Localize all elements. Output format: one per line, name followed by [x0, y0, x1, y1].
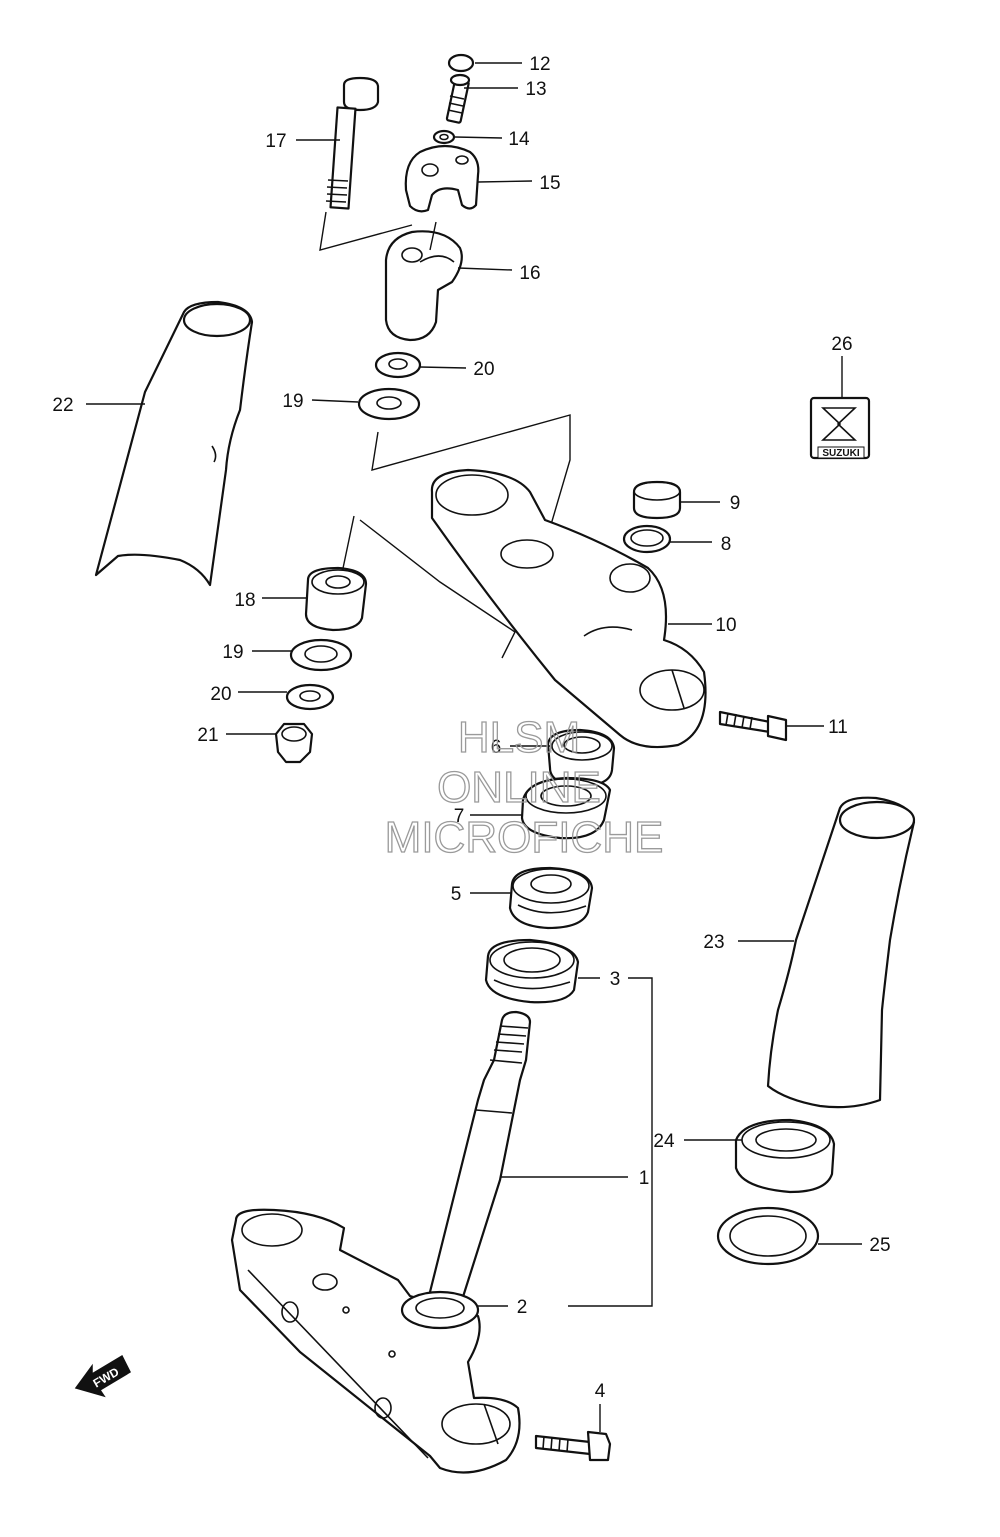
lower-bracket: [230, 1208, 521, 1474]
watermark-line1: HLSM: [458, 713, 580, 762]
callout-8: 8: [721, 534, 732, 555]
assembly-guide-lower: [341, 515, 516, 659]
part-17-long-bolt: [325, 76, 380, 210]
fwd-arrow-icon: FWD: [74, 1354, 131, 1398]
part-3-bearing: [484, 938, 580, 1004]
callout-18: 18: [234, 590, 255, 611]
part-20-washer-lower: [285, 683, 335, 711]
part-22-fork-cover-left: [94, 300, 254, 587]
part-20-washer-upper: [374, 351, 422, 379]
part-6-seal: [546, 728, 616, 788]
part-5-bearing: [508, 866, 594, 930]
part-12-cap: [447, 53, 475, 73]
callout-13: 13: [525, 79, 546, 100]
callout-26: 26: [831, 334, 852, 355]
callout-12: 12: [529, 54, 550, 75]
part-15-clamp-cap: [404, 144, 480, 213]
part-10-upper-bracket: [430, 468, 707, 749]
part-23-fork-cover-right: [766, 796, 916, 1109]
watermark-line3: MICROFICHE: [385, 813, 664, 862]
part-8-washer: [622, 524, 672, 554]
part-13-bolt: [445, 73, 471, 124]
part-4-bolt: [534, 1430, 612, 1462]
part-18-spacer: [304, 566, 368, 632]
callout-10: 10: [715, 615, 736, 636]
watermark-line2: ONLINE: [437, 763, 601, 812]
callout-19-lower: 19: [222, 642, 243, 663]
part-19-washer-lower: [289, 638, 353, 672]
callout-14: 14: [508, 129, 530, 150]
part-24-stem-nut: [734, 1118, 836, 1194]
callout-2: 2: [517, 1297, 528, 1318]
part-14-washer: [432, 129, 456, 145]
callout-25: 25: [869, 1235, 890, 1256]
callout-1: 1: [639, 1168, 650, 1189]
callout-labels: 12 13 14 15 16 17 20 19 22 26 9 8 10 18 …: [52, 54, 890, 1402]
callout-5: 5: [451, 884, 462, 905]
watermark: HLSM ONLINE MICROFICHE: [384, 712, 664, 862]
part-16-handlebar-holder: [384, 230, 463, 342]
part-1-steering-stem: [426, 1010, 532, 1302]
callout-17: 17: [265, 131, 286, 152]
part-9-cap: [632, 480, 682, 520]
logo-text: SUZUKI: [822, 448, 859, 459]
callout-22: 22: [52, 395, 73, 416]
callout-6: 6: [491, 737, 502, 758]
callout-19-upper: 19: [282, 391, 303, 412]
callout-20-upper: 20: [473, 359, 494, 380]
callout-7: 7: [454, 806, 465, 827]
part-19-washer-upper: [357, 387, 421, 421]
callout-23: 23: [703, 932, 724, 953]
part-7-ring: [520, 776, 612, 840]
part-21-nut: [274, 722, 314, 764]
assembly-guide-upper: [319, 211, 571, 546]
callout-3: 3: [610, 969, 621, 990]
callout-24: 24: [653, 1131, 675, 1152]
callout-21: 21: [197, 725, 218, 746]
part-11-bolt: [718, 710, 788, 742]
callout-11: 11: [828, 717, 848, 738]
part-26-logo: SUZUKI: [809, 396, 871, 460]
callout-9: 9: [730, 493, 741, 514]
leader-lines: [86, 62, 862, 1432]
part-25-washer: [716, 1206, 820, 1266]
callout-16: 16: [519, 263, 540, 284]
callout-15: 15: [539, 173, 560, 194]
part-2-seal: [400, 1290, 480, 1330]
callout-4: 4: [595, 1381, 606, 1402]
callout-20-lower: 20: [210, 684, 231, 705]
